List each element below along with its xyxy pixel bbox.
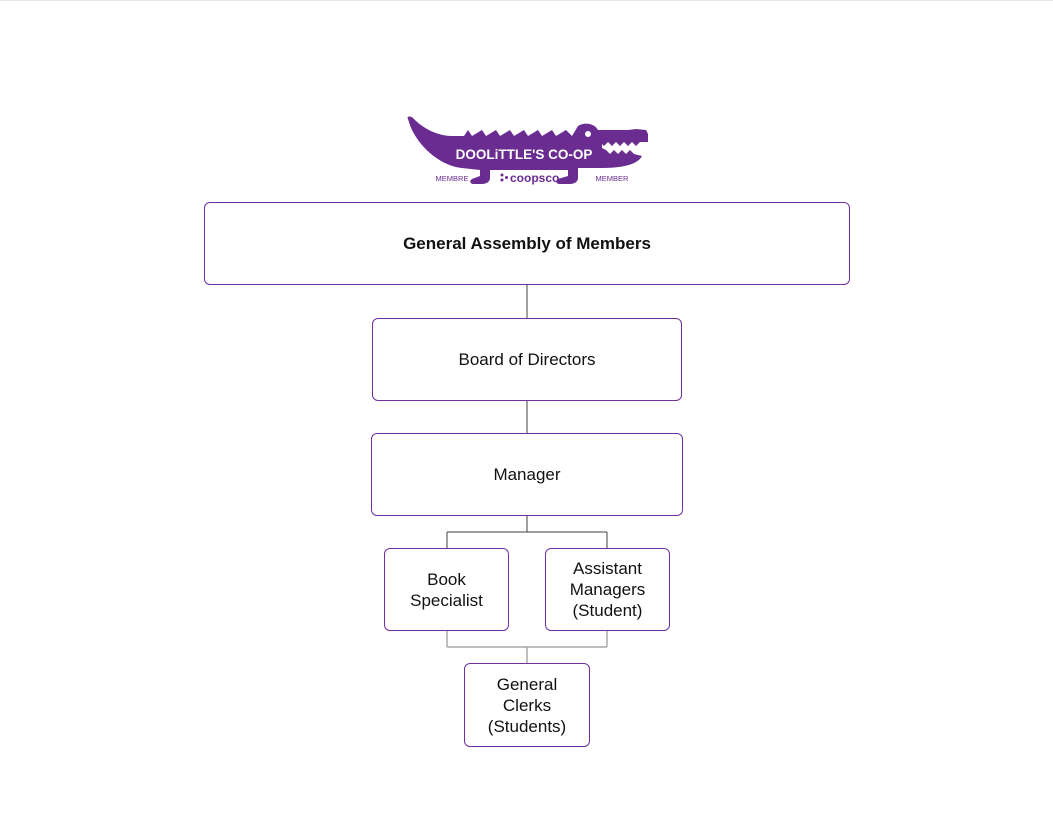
node-board-of-directors: Board of Directors xyxy=(372,318,682,401)
doolittles-coop-logo: DOOLiTTLE'S CO-OP MEMBRE MEMBER coopsco xyxy=(407,116,648,185)
node-label: General Clerks (Students) xyxy=(487,674,567,736)
node-manager: Manager xyxy=(371,433,683,516)
node-assistant-managers: Assistant Managers (Student) xyxy=(545,548,670,631)
page-top-rule xyxy=(0,0,1053,1)
node-general-clerks: General Clerks (Students) xyxy=(464,663,590,747)
connector-manager-staff xyxy=(446,516,608,549)
crocodile-eye-icon xyxy=(585,131,591,137)
node-label: Book Specialist xyxy=(410,569,483,610)
node-book-specialist: Book Specialist xyxy=(384,548,509,631)
node-label: Board of Directors xyxy=(458,350,596,369)
connector-staff-clerks xyxy=(446,631,608,664)
coopsco-dots-icon xyxy=(500,173,508,182)
node-label: Assistant Managers (Student) xyxy=(569,559,646,620)
logo-left-tag: MEMBRE xyxy=(436,174,469,183)
logo-name: DOOLiTTLE'S CO-OP xyxy=(456,147,593,162)
logo-right-tag: MEMBER xyxy=(596,174,630,183)
node-label: General Assembly of Members xyxy=(403,234,651,253)
node-general-assembly: General Assembly of Members xyxy=(204,202,850,285)
logo-center-tag: coopsco xyxy=(510,171,559,185)
node-label: Manager xyxy=(493,465,561,484)
